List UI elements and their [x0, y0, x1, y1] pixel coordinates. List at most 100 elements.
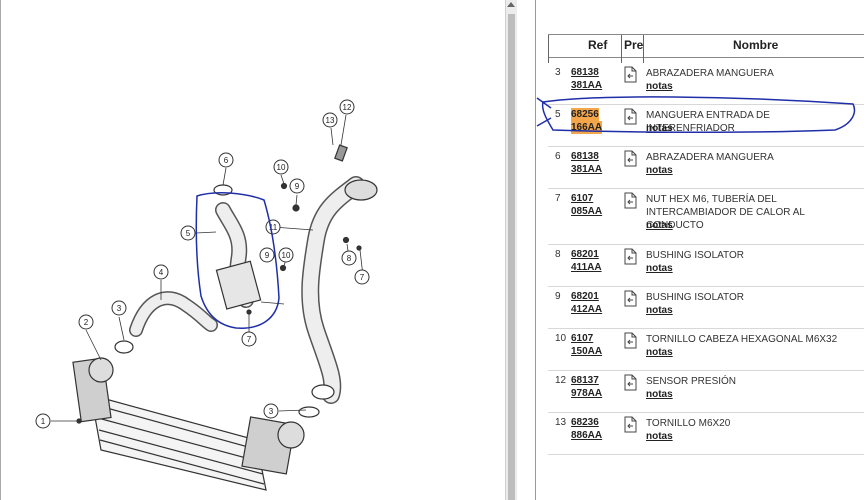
- document-icon[interactable]: [623, 416, 637, 433]
- document-icon[interactable]: [623, 248, 637, 265]
- notes-link[interactable]: notas: [646, 347, 673, 358]
- notes-link[interactable]: notas: [646, 263, 673, 274]
- callout-label: 9: [295, 182, 300, 191]
- document-icon[interactable]: [623, 374, 637, 391]
- callout-9[interactable]: 9: [259, 247, 275, 263]
- callout-7[interactable]: 7: [354, 269, 370, 285]
- callout-label: 2: [84, 318, 89, 327]
- notes-link[interactable]: notas: [646, 220, 673, 231]
- callout-9[interactable]: 9: [289, 178, 305, 194]
- annotation-outline: [195, 192, 280, 329]
- notes-link[interactable]: notas: [646, 81, 673, 92]
- part-name: BUSHING ISOLATOR: [646, 250, 744, 261]
- part-name: TORNILLO CABEZA HEXAGONAL M6X32: [646, 334, 838, 345]
- notes-link[interactable]: notas: [646, 305, 673, 316]
- document-icon[interactable]: [623, 150, 637, 167]
- row-number: 6: [555, 151, 561, 162]
- part-name: SENSOR PRESIÓN: [646, 376, 737, 387]
- header-name[interactable]: Nombre: [733, 38, 779, 52]
- document-icon[interactable]: [623, 66, 637, 83]
- callout-8[interactable]: 8: [341, 250, 357, 266]
- notes-link[interactable]: notas: [646, 431, 673, 442]
- callout-10[interactable]: 10: [273, 159, 289, 175]
- header-ref[interactable]: Ref: [588, 38, 608, 52]
- part-name: BUSHING ISOLATOR: [646, 292, 744, 303]
- callout-12[interactable]: 12: [339, 99, 355, 115]
- document-icon[interactable]: [623, 192, 637, 209]
- row-number: 12: [555, 375, 567, 386]
- intercooler: [72, 357, 305, 491]
- callout-5[interactable]: 5: [180, 225, 196, 241]
- row-number: 8: [555, 249, 561, 260]
- document-icon[interactable]: [623, 108, 637, 125]
- part-name: NUT HEX M6, TUBERÍA DEL INTERCAMBIADOR D…: [646, 194, 805, 231]
- callout-label: 5: [186, 229, 191, 238]
- callout-label: 9: [265, 251, 270, 260]
- callout-label: 12: [343, 103, 352, 112]
- callout-label: 3: [269, 407, 274, 416]
- callout-1[interactable]: 1: [35, 413, 51, 429]
- callout-6[interactable]: 6: [218, 152, 234, 168]
- row-number: 7: [555, 193, 561, 204]
- scroll-up-icon[interactable]: [507, 2, 515, 7]
- callout-label: 8: [347, 254, 352, 263]
- header-pre[interactable]: Pre: [624, 38, 644, 52]
- notes-link[interactable]: notas: [646, 123, 673, 134]
- callout-4[interactable]: 4: [153, 264, 169, 280]
- callout-10[interactable]: 10: [278, 247, 294, 263]
- callout-label: 7: [360, 273, 365, 282]
- row-number: 3: [555, 67, 561, 78]
- callout-label: 7: [247, 335, 252, 344]
- callout-label: 1: [41, 417, 46, 426]
- callout-label: 4: [159, 268, 164, 277]
- callout-label: 10: [277, 163, 286, 172]
- callout-7[interactable]: 7: [241, 331, 257, 347]
- document-icon[interactable]: [623, 332, 637, 349]
- document-icon[interactable]: [623, 290, 637, 307]
- callout-label: 10: [282, 251, 291, 260]
- row-annotation-outline: [536, 96, 856, 134]
- callout-11[interactable]: 11: [265, 219, 281, 235]
- part-name: TORNILLO M6X20: [646, 418, 731, 429]
- row-number: 5: [555, 109, 561, 120]
- callout-2[interactable]: 2: [78, 314, 94, 330]
- callout-13[interactable]: 13: [322, 112, 338, 128]
- part-name: MANGUERA ENTRADA DE INTERENFRIADOR: [646, 110, 770, 134]
- callout-label: 6: [224, 156, 229, 165]
- panel-gap: [517, 0, 535, 500]
- part-name: ABRAZADERA MANGUERA: [646, 68, 774, 79]
- notes-link[interactable]: notas: [646, 389, 673, 400]
- row-number: 10: [555, 333, 567, 344]
- notes-link[interactable]: notas: [646, 165, 673, 176]
- scrollbar-thumb[interactable]: [508, 14, 515, 500]
- parts-table-header: Ref Pre Nombre: [548, 34, 864, 63]
- diagram-scrollbar[interactable]: [505, 0, 517, 500]
- callout-3[interactable]: 3: [263, 403, 279, 419]
- row-number: 9: [555, 291, 561, 302]
- callout-3[interactable]: 3: [111, 300, 127, 316]
- callout-label: 11: [269, 223, 278, 232]
- row-number: 13: [555, 417, 567, 428]
- callout-label: 3: [117, 304, 122, 313]
- part-name: ABRAZADERA MANGUERA: [646, 152, 774, 163]
- callout-label: 13: [326, 116, 335, 125]
